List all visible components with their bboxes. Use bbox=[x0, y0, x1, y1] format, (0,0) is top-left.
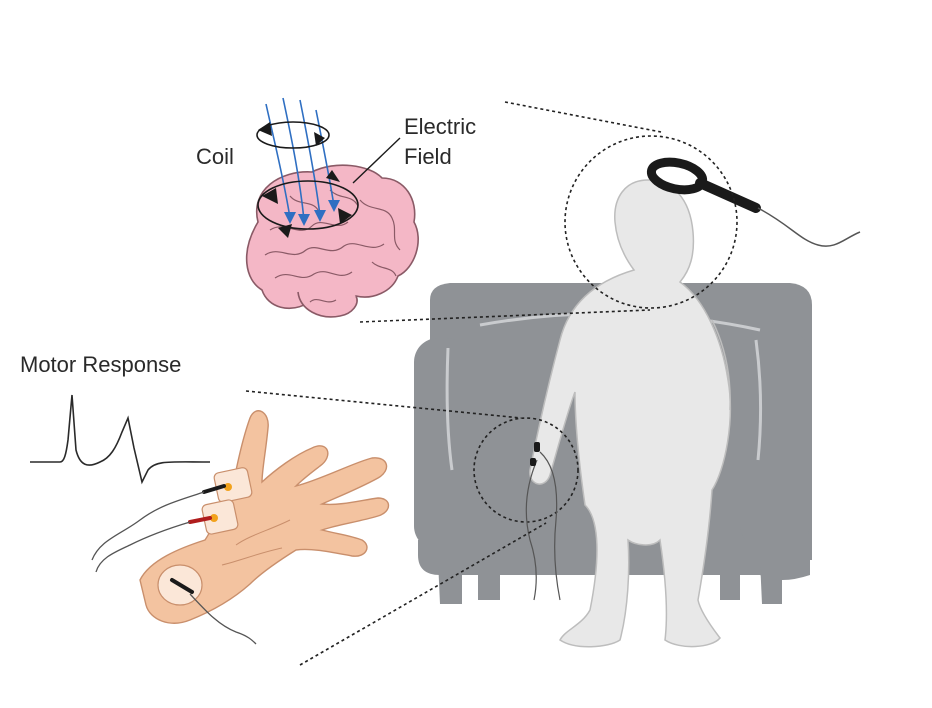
field-arrowheads bbox=[284, 200, 340, 226]
seated-person bbox=[529, 179, 731, 648]
electric-field-label: Electric Field bbox=[404, 112, 476, 172]
person-body bbox=[529, 179, 731, 648]
chair-seam-right bbox=[754, 339, 763, 461]
head-magnifier-circle bbox=[564, 135, 738, 309]
hand-skin bbox=[139, 410, 390, 624]
lead-black bbox=[202, 484, 226, 494]
electrode-contact-top bbox=[224, 483, 232, 491]
connector-brain-bottom bbox=[359, 309, 651, 323]
coil-label: Coil bbox=[196, 144, 234, 169]
connector-hand-bottom bbox=[299, 522, 547, 666]
rotation-arrowheads bbox=[258, 122, 352, 238]
person-hand-electrodes bbox=[525, 442, 561, 601]
hand-magnifier-circle bbox=[473, 417, 579, 523]
person-arm-right bbox=[711, 319, 731, 411]
electric-field-label-line2: Field bbox=[404, 144, 452, 169]
electrode-cables bbox=[91, 491, 257, 645]
connector-lines bbox=[245, 101, 662, 666]
hand-icon bbox=[91, 410, 390, 645]
magnetic-field-lines bbox=[265, 97, 335, 221]
brain-cerebellum bbox=[297, 291, 358, 318]
mep-waveform-icon bbox=[30, 394, 211, 485]
chair-arm-left bbox=[414, 338, 470, 550]
coil-cable bbox=[757, 207, 861, 247]
chair-leg-left bbox=[438, 560, 462, 604]
electrode-contact-middle bbox=[210, 514, 218, 522]
coil-rings bbox=[256, 121, 359, 230]
stimulation-coil-icon bbox=[646, 157, 861, 247]
hand-creases bbox=[221, 519, 291, 566]
chair-leg-right bbox=[760, 560, 782, 604]
connector-hand-top bbox=[245, 390, 522, 419]
lead-ground bbox=[170, 578, 194, 594]
electric-field-label-line1: Electric bbox=[404, 114, 477, 139]
motor-response-label: Motor Response bbox=[20, 352, 182, 377]
connector-brain-top bbox=[504, 101, 662, 133]
chair-seam-left bbox=[445, 347, 454, 471]
coil-handle bbox=[695, 178, 761, 213]
brain-icon bbox=[245, 164, 419, 318]
electric-field-pointer bbox=[352, 137, 401, 184]
chair-arm-right bbox=[740, 330, 810, 550]
electrode-pad-top bbox=[213, 467, 253, 503]
brain-cortex bbox=[245, 164, 419, 310]
lead-red bbox=[188, 516, 212, 524]
